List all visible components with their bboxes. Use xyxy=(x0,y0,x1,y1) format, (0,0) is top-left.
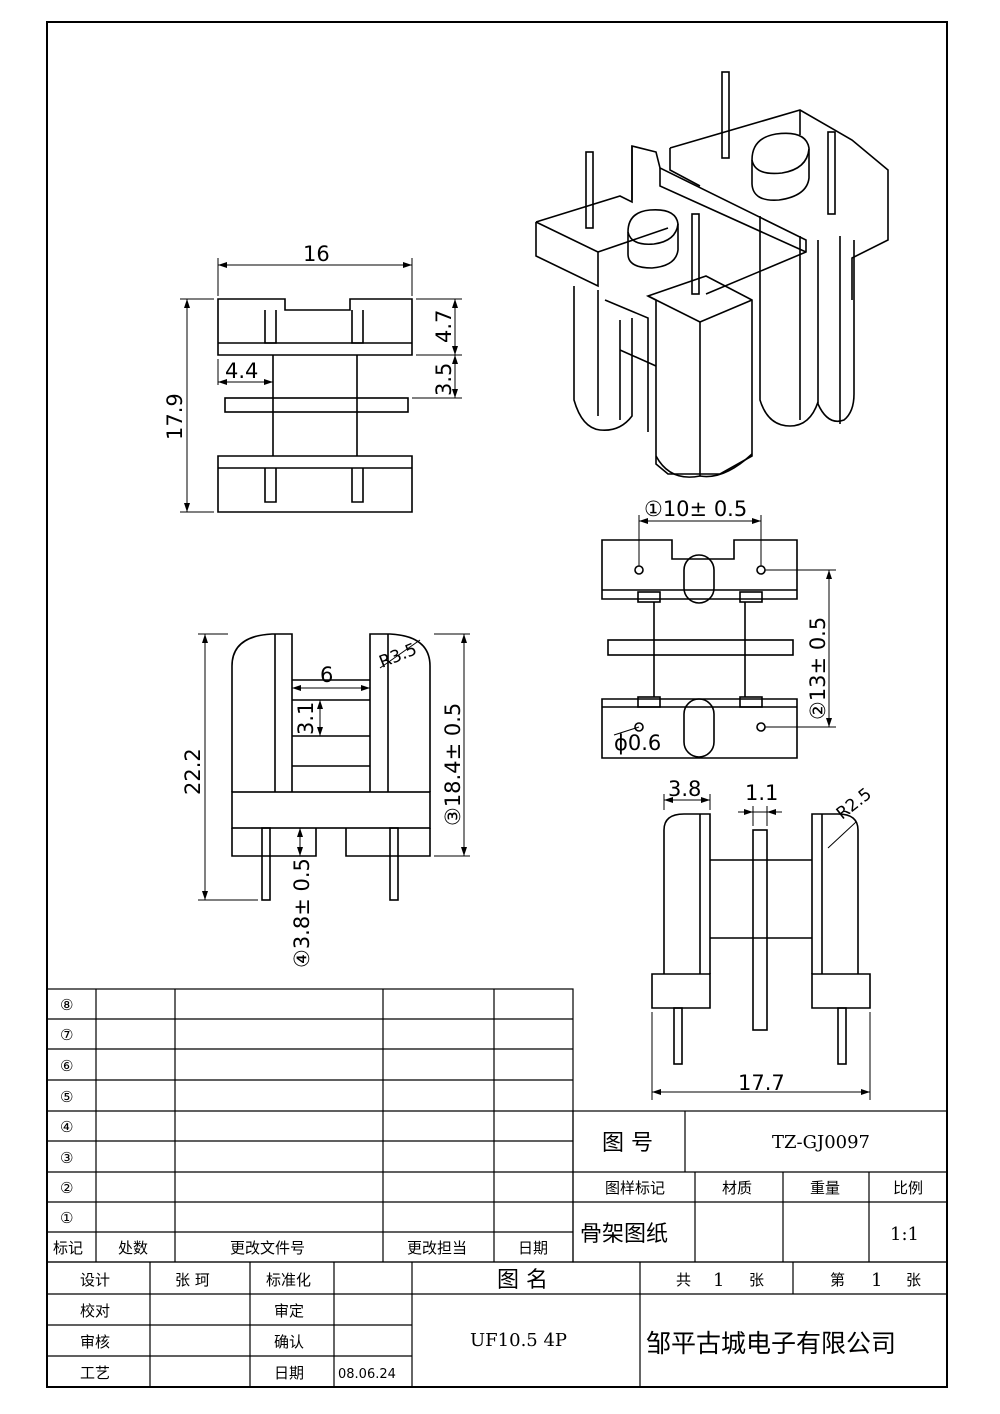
total-prefix: 共 xyxy=(676,1271,691,1289)
dim-pin-pitch-x: ①10± 0.5 xyxy=(644,497,747,521)
name-label: 图 名 xyxy=(497,1268,548,1293)
dim-side-height: 22.2 xyxy=(181,748,205,795)
sample-mark-label: 图样标记 xyxy=(605,1179,665,1197)
standard-label: 标准化 xyxy=(266,1271,311,1289)
rev-mark-3: ③ xyxy=(60,1149,73,1167)
dim-side-pin: ④3.8± 0.5 xyxy=(290,858,314,968)
dim-pin-pitch-y: ②13± 0.5 xyxy=(806,617,830,720)
rev-header-date: 日期 xyxy=(518,1239,548,1257)
company-name: 邹平古城电子有限公司 xyxy=(646,1329,896,1358)
material-label: 材质 xyxy=(722,1179,752,1197)
sheet-prefix: 第 xyxy=(830,1271,845,1289)
dim-top-gap: 3.5 xyxy=(432,363,456,396)
dim-side-slot: 6 xyxy=(320,663,333,687)
scale-value: 1:1 xyxy=(890,1224,919,1245)
rev-mark-4: ④ xyxy=(60,1118,73,1136)
check-label: 校对 xyxy=(80,1302,110,1320)
dim-side-radius: R3.5 xyxy=(376,640,420,673)
dim-top-flange: 4.7 xyxy=(432,310,456,343)
dim-pin-dia: ϕ0.6 xyxy=(614,731,661,755)
rev-mark-6: ⑥ xyxy=(60,1057,73,1075)
dim-front-wall: 1.1 xyxy=(745,781,778,805)
title-block xyxy=(46,1110,948,1388)
dim-top-height: 17.9 xyxy=(163,393,187,440)
sheet-number: 1 xyxy=(871,1270,882,1291)
isometric-view xyxy=(535,71,889,478)
pin-layout-view xyxy=(601,515,836,759)
rev-header-owner: 更改担当 xyxy=(407,1239,467,1257)
rev-mark-2: ② xyxy=(60,1179,73,1197)
date-value: 08.06.24 xyxy=(338,1367,396,1382)
part-name: UF10.5 4P xyxy=(470,1330,567,1351)
scale-label: 比例 xyxy=(893,1179,923,1197)
rev-header-docno: 更改文件号 xyxy=(230,1239,305,1257)
designer-name: 张 珂 xyxy=(175,1271,210,1289)
dim-top-width: 16 xyxy=(303,242,330,266)
drawing-no-label: 图 号 xyxy=(602,1131,653,1156)
dim-front-flange: 3.8 xyxy=(668,777,701,801)
date-label: 日期 xyxy=(274,1364,304,1382)
total-unit: 张 xyxy=(749,1271,764,1289)
dim-side-overall: ③18.4± 0.5 xyxy=(441,703,465,826)
design-label: 设计 xyxy=(80,1271,110,1289)
process-label: 工艺 xyxy=(80,1364,110,1382)
rev-mark-1: ① xyxy=(60,1209,73,1227)
dim-side-step: 3.1 xyxy=(294,702,318,735)
drawing-type: 骨架图纸 xyxy=(580,1222,668,1247)
drawing-no-value: TZ-GJ0097 xyxy=(772,1132,870,1153)
sheet-unit: 张 xyxy=(906,1271,921,1289)
confirm-label: 确认 xyxy=(274,1333,304,1351)
rev-header-count: 处数 xyxy=(118,1239,148,1257)
rev-mark-8: ⑧ xyxy=(60,996,73,1014)
total-sheets: 1 xyxy=(713,1270,724,1291)
dim-top-offset: 4.4 xyxy=(225,359,258,383)
front-view xyxy=(651,794,871,1100)
review-label: 审核 xyxy=(80,1333,110,1351)
rev-mark-7: ⑦ xyxy=(60,1026,73,1044)
rev-mark-5: ⑤ xyxy=(60,1088,73,1106)
side-view xyxy=(198,633,470,901)
top-view xyxy=(180,258,462,513)
weight-label: 重量 xyxy=(810,1179,840,1197)
rev-header-mark: 标记 xyxy=(53,1239,83,1257)
dim-front-width: 17.7 xyxy=(738,1071,785,1095)
revision-table xyxy=(46,988,574,1263)
approve-label: 审定 xyxy=(274,1302,304,1320)
